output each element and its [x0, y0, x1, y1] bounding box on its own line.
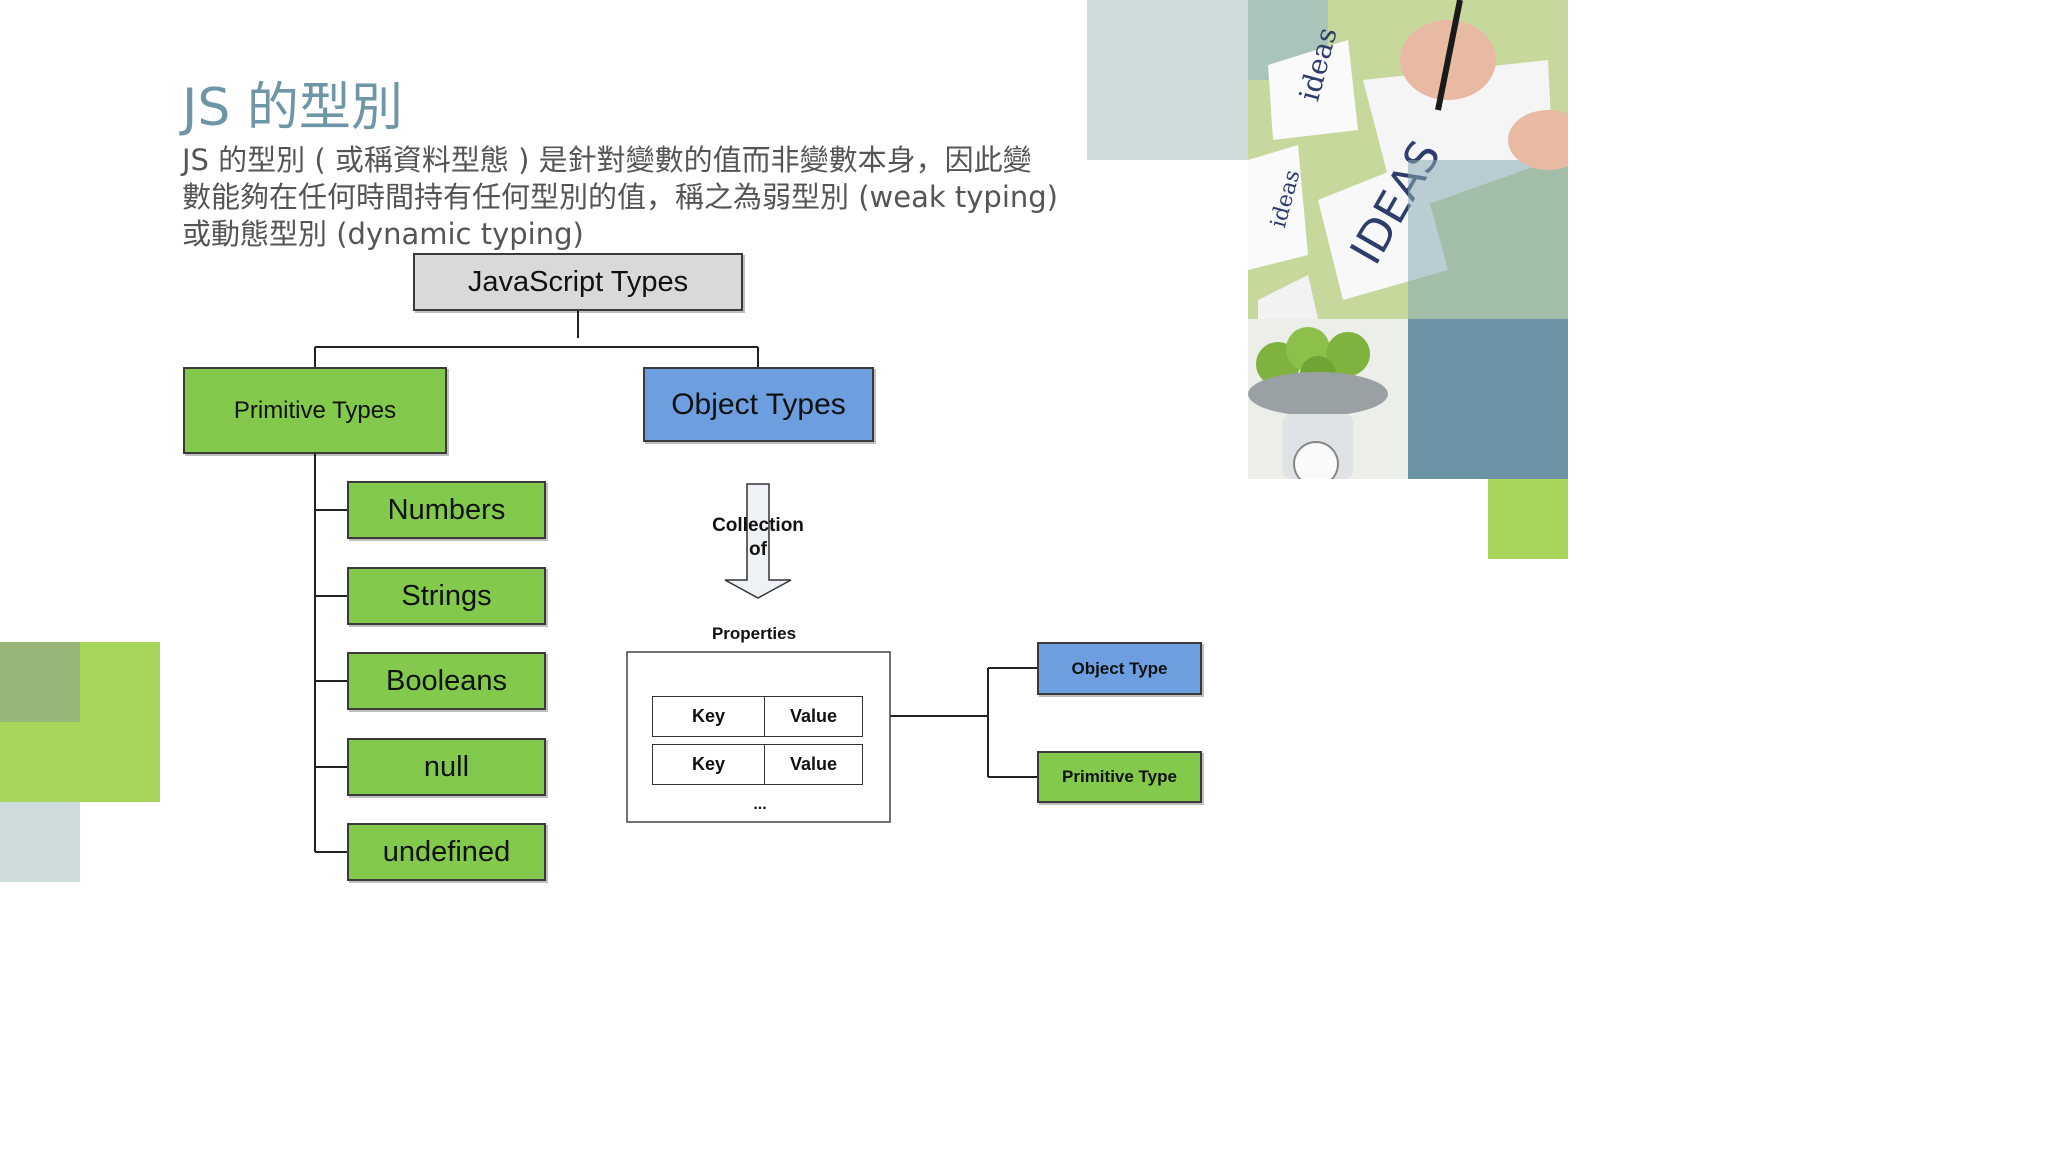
numbers-box: Numbers: [347, 481, 546, 539]
slide-title: JS 的型別: [182, 78, 403, 138]
properties-label: Properties: [711, 624, 797, 643]
of-word: of: [749, 539, 767, 560]
key-cell: Key: [652, 744, 765, 785]
value-cell: Value: [764, 696, 863, 737]
booleans-box: Booleans: [347, 652, 546, 710]
booleans-label: Booleans: [386, 664, 507, 697]
slide-body: JS 的型別 ( 或稱資料型態 ) 是針對變數的值而非變數本身，因此變 數能夠在…: [182, 142, 1082, 253]
apples-photo: [1248, 319, 1568, 479]
primitive-types-box: Primitive Types: [183, 367, 447, 454]
null-box: null: [347, 738, 546, 796]
object-type-label: Object Type: [1071, 658, 1168, 678]
primitive-type-label: Primitive Type: [1062, 767, 1177, 786]
strings-label: Strings: [401, 579, 492, 612]
deco-block-left-olive: [0, 642, 80, 722]
javascript-types-box: JavaScript Types: [413, 253, 743, 311]
object-types-box: Object Types: [643, 367, 874, 442]
undefined-box: undefined: [347, 823, 546, 881]
properties-container: [626, 651, 891, 823]
deco-block-right-green: [1488, 479, 1568, 559]
object-type-box: Object Type: [1037, 642, 1202, 695]
collection-of-label: Collection of: [690, 514, 826, 562]
value-cell: Value: [764, 744, 863, 785]
key-cell: Key: [652, 696, 765, 737]
primitive-types-label: Primitive Types: [233, 396, 397, 424]
null-label: null: [423, 750, 470, 783]
diagram-connectors: [314, 311, 1037, 853]
javascript-types-label: JavaScript Types: [467, 265, 689, 298]
body-line-1: JS 的型別 ( 或稱資料型態 ) 是針對變數的值而非變數本身，因此變: [182, 143, 1032, 177]
ellipsis: ...: [753, 796, 767, 813]
primitive-type-box: Primitive Type: [1037, 751, 1202, 803]
down-arrow-icon: [724, 483, 792, 599]
deco-block-left-light: [0, 802, 80, 882]
collection-word: Collection: [712, 515, 804, 536]
ideas-photo: ideas ideas IDEAS: [1248, 0, 1568, 319]
object-types-label: Object Types: [671, 387, 846, 421]
body-line-3: 或動態型別 (dynamic typing): [182, 217, 584, 251]
strings-box: Strings: [347, 567, 546, 625]
undefined-label: undefined: [382, 835, 511, 868]
body-line-2: 數能夠在任何時間持有任何型別的值，稱之為弱型別 (weak typing): [182, 180, 1058, 214]
deco-block-top-light: [1087, 0, 1248, 160]
numbers-label: Numbers: [387, 493, 506, 526]
